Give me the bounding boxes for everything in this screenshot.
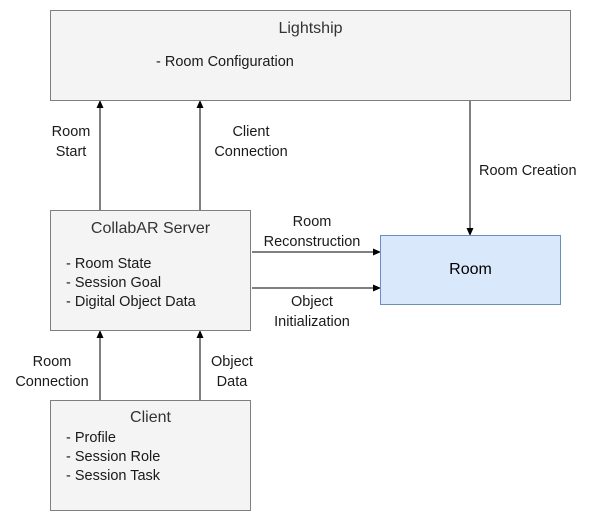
label-room-creation: Room Creation bbox=[479, 161, 577, 181]
client-item-session-role: Session Role bbox=[66, 448, 160, 467]
client-item-session-task: Session Task bbox=[66, 467, 160, 486]
label-room-reconstruction-line2: Reconstruction bbox=[263, 234, 361, 250]
room-node: Room bbox=[380, 235, 561, 305]
label-room-reconstruction: Room Reconstruction bbox=[254, 212, 370, 252]
server-item-room-state: Room State bbox=[66, 255, 196, 274]
label-object-initialization-line1: Object bbox=[291, 294, 333, 310]
label-object-initialization: Object Initialization bbox=[262, 292, 362, 332]
label-room-start: Room Start bbox=[46, 122, 96, 162]
label-room-connection-line1: Room bbox=[32, 354, 72, 370]
label-room-connection: Room Connection bbox=[6, 352, 98, 392]
server-title: CollabAR Server bbox=[90, 220, 211, 237]
server-item-session-goal: Session Goal bbox=[66, 274, 196, 293]
label-client-connection-line2: Connection bbox=[214, 144, 288, 160]
server-item-digital-object-data: Digital Object Data bbox=[66, 293, 196, 312]
collabar-server-node: CollabAR Server Room State Session Goal … bbox=[50, 210, 251, 331]
client-node: Client Profile Session Role Session Task bbox=[50, 400, 251, 511]
label-room-connection-line2: Connection bbox=[15, 374, 89, 390]
label-object-data-line1: Object bbox=[211, 354, 253, 370]
label-client-connection: Client Connection bbox=[206, 122, 296, 162]
label-room-reconstruction-line1: Room bbox=[292, 214, 332, 230]
client-items: Profile Session Role Session Task bbox=[66, 429, 160, 486]
label-room-start-line2: Start bbox=[55, 144, 87, 160]
lightship-title: Lightship bbox=[278, 20, 343, 37]
client-title: Client bbox=[130, 409, 171, 426]
lightship-item-room-configuration: Room Configuration bbox=[156, 53, 294, 72]
client-item-profile: Profile bbox=[66, 429, 160, 448]
label-client-connection-line1: Client bbox=[232, 124, 270, 140]
lightship-node: Lightship Room Configuration bbox=[50, 10, 571, 101]
server-items: Room State Session Goal Digital Object D… bbox=[66, 255, 196, 312]
label-object-data-line2: Data bbox=[216, 374, 248, 390]
label-object-data: Object Data bbox=[206, 352, 258, 392]
label-object-initialization-line2: Initialization bbox=[274, 314, 350, 330]
lightship-items: Room Configuration bbox=[156, 53, 294, 72]
label-room-start-line1: Room bbox=[51, 124, 91, 140]
label-room-creation-text: Room Creation bbox=[479, 163, 577, 179]
room-title: Room bbox=[449, 261, 492, 278]
